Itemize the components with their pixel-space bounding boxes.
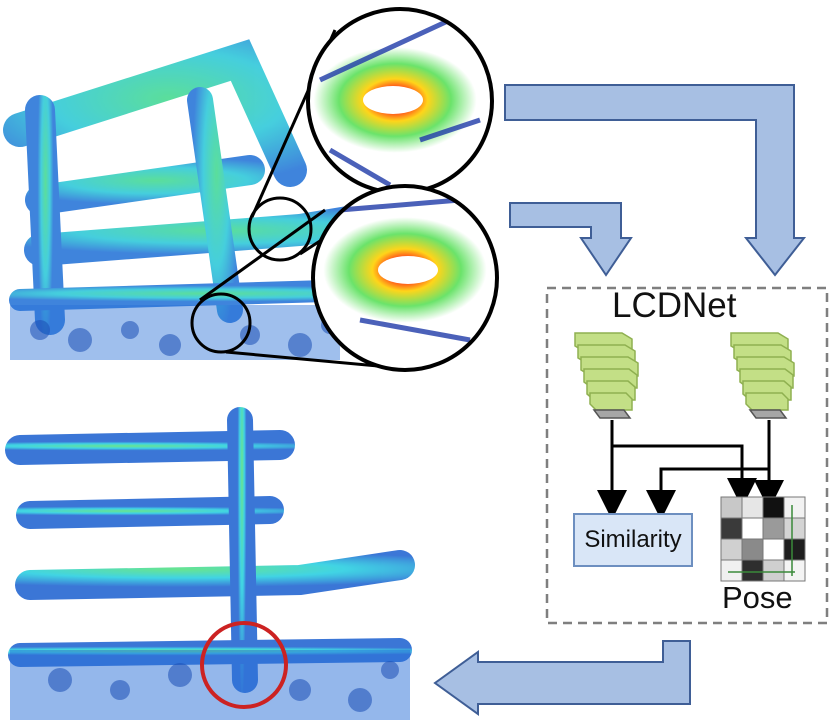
similarity-label: Similarity: [584, 526, 682, 553]
loop-closure-circle: [200, 621, 288, 709]
bottom-pointcloud-map: [5, 406, 415, 720]
zoom-region-a: [247, 196, 313, 262]
lidar-scan-b: [311, 184, 499, 372]
lcdnet-title: LCDNet: [612, 286, 737, 325]
encoder-left: [574, 332, 639, 419]
arrow-output-to-map: [433, 640, 691, 716]
top-pointcloud-map: [3, 39, 376, 360]
arrow-scan-b-to-lcdnet: [509, 202, 633, 277]
zoom-region-b: [190, 292, 252, 354]
pose-label: Pose: [722, 580, 793, 615]
encoder-connections: [597, 420, 784, 520]
arrow-scan-a-to-lcdnet: [504, 84, 807, 277]
encoder-right: [730, 332, 795, 419]
lcdnet-module-box: [545, 286, 829, 625]
similarity-box: Similarity: [573, 513, 693, 567]
lidar-scan-a: [306, 7, 494, 195]
pose-matrix: [720, 496, 806, 582]
